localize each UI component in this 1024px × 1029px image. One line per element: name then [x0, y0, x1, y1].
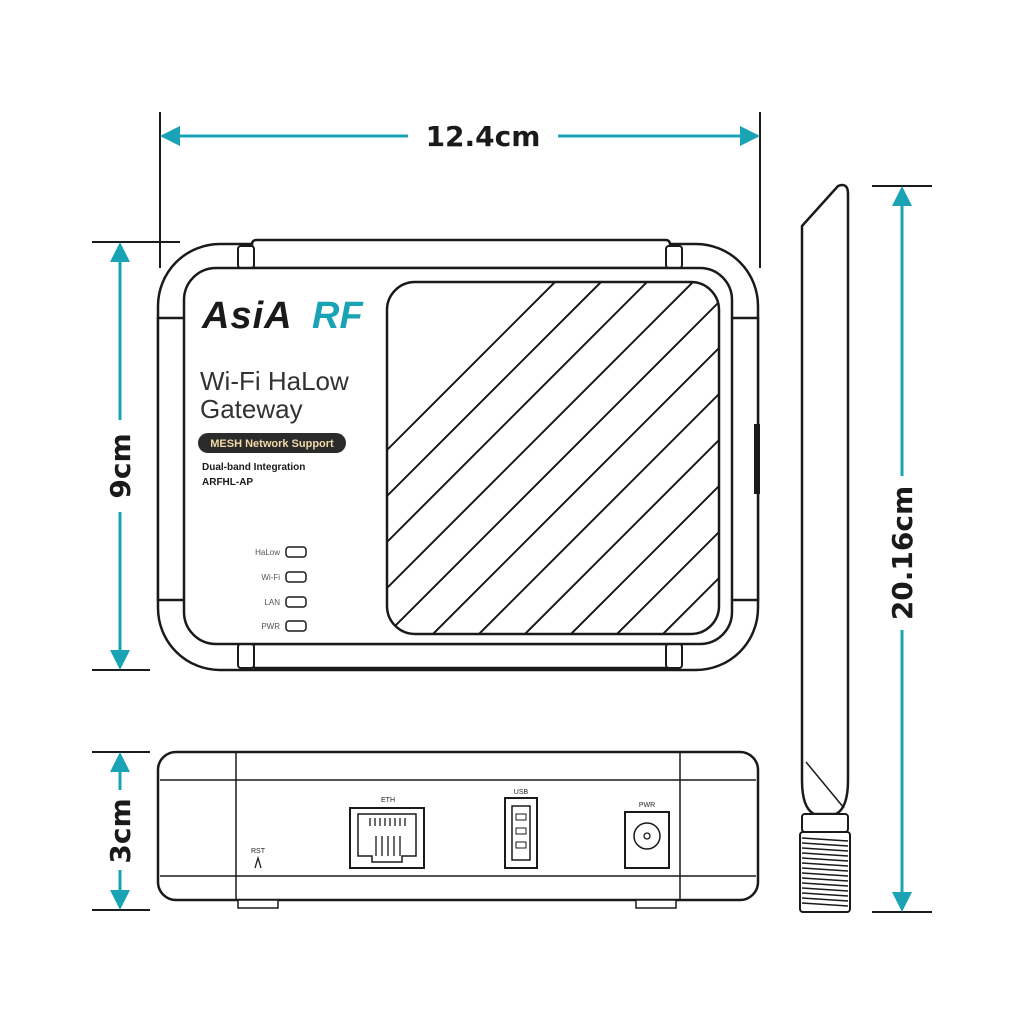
antenna-length-label: 20.16cm: [886, 486, 919, 620]
model-text: ARFHL-AP: [202, 477, 253, 488]
arrow-up-icon: [892, 186, 912, 206]
vent-hatch-line: [847, 282, 1024, 634]
mesh-badge-text: MESH Network Support: [210, 438, 334, 450]
knurl-line: [801, 847, 849, 852]
knurl-line: [801, 862, 849, 867]
knurl-line: [801, 892, 849, 897]
antenna-connector: [799, 831, 851, 913]
vent-hatch-line: [524, 282, 719, 634]
reset-label: RST: [251, 848, 266, 855]
arrow-down-icon: [892, 892, 912, 912]
device-title-line2: Gateway: [200, 394, 303, 424]
arrow-right-icon: [740, 126, 760, 146]
reset-button-icon[interactable]: [254, 855, 262, 869]
antenna: [799, 183, 851, 913]
device-rear-view: RST ETH USB PWR: [156, 750, 760, 909]
vent-hatch-line: [939, 282, 1024, 634]
depth-label: 9cm: [104, 433, 137, 498]
power-port-label: PWR: [639, 802, 655, 809]
knurl-line: [801, 857, 849, 862]
vent-hatch-line: [387, 282, 719, 634]
ethernet-port-icon[interactable]: [349, 807, 425, 869]
device-top-rail: [250, 238, 672, 270]
vent-hatch-line: [387, 282, 602, 634]
vent-hatch-line: [616, 282, 719, 634]
arrow-down-icon: [110, 890, 130, 910]
led-label-halow: HaLow: [255, 548, 280, 557]
led-label-wifi: Wi-Fi: [261, 573, 280, 582]
asiarf-logo: AsiA RF: [201, 295, 364, 337]
vent-hatch-line: [478, 282, 719, 634]
knurl-line: [801, 867, 849, 872]
led-pwr-icon: [285, 620, 307, 632]
led-lan-icon: [285, 596, 307, 608]
knurl-line: [801, 902, 849, 907]
led-label-pwr: PWR: [261, 622, 280, 631]
svg-text:RF: RF: [312, 295, 364, 337]
vent-hatch-line: [432, 282, 719, 634]
usb-label: USB: [514, 789, 529, 796]
led-halow-icon: [285, 546, 307, 558]
depth-dimension: 9cm: [92, 241, 180, 671]
knurl-line: [801, 872, 849, 877]
feature-text: Dual-band Integration: [202, 462, 305, 473]
width-label: 12.4cm: [426, 120, 541, 153]
knurl-line: [801, 877, 849, 882]
device-rear-body: [156, 750, 760, 902]
vent-hatch-line: [387, 282, 694, 634]
vent-hatch-line: [387, 282, 556, 634]
led-label-lan: LAN: [264, 598, 280, 607]
led-wifi-icon: [285, 571, 307, 583]
knurl-line: [801, 897, 849, 902]
arrow-down-icon: [110, 650, 130, 670]
vent-grille: [385, 280, 1024, 636]
led-indicators: HaLow Wi-Fi LAN PWR: [255, 546, 307, 632]
mesh-badge: [198, 433, 346, 453]
arrow-up-icon: [110, 242, 130, 262]
svg-text:AsiA: AsiA: [201, 295, 293, 337]
width-dimension: 12.4cm: [159, 112, 761, 268]
arrow-up-icon: [110, 752, 130, 772]
device-title-line1: Wi-Fi HaLow: [200, 366, 349, 396]
height-dimension: 3cm: [92, 751, 150, 911]
knurl-line: [801, 842, 849, 847]
eth-label: ETH: [381, 797, 395, 804]
power-jack-icon[interactable]: [624, 811, 670, 869]
vent-hatch-line: [570, 282, 719, 634]
knurl-line: [801, 837, 849, 842]
height-label: 3cm: [104, 798, 137, 863]
knurl-line: [801, 882, 849, 887]
device-top-view: AsiA RF Wi-Fi HaLow Gateway MESH Network…: [156, 238, 1024, 672]
vent-hatch-line: [985, 282, 1024, 634]
usb-port-icon[interactable]: [504, 797, 538, 869]
arrow-left-icon: [160, 126, 180, 146]
antenna-dimension: 20.16cm: [872, 185, 932, 913]
vent-hatch-line: [387, 282, 648, 634]
knurl-line: [801, 887, 849, 892]
knurl-line: [801, 852, 849, 857]
antenna-blade: [800, 183, 850, 816]
